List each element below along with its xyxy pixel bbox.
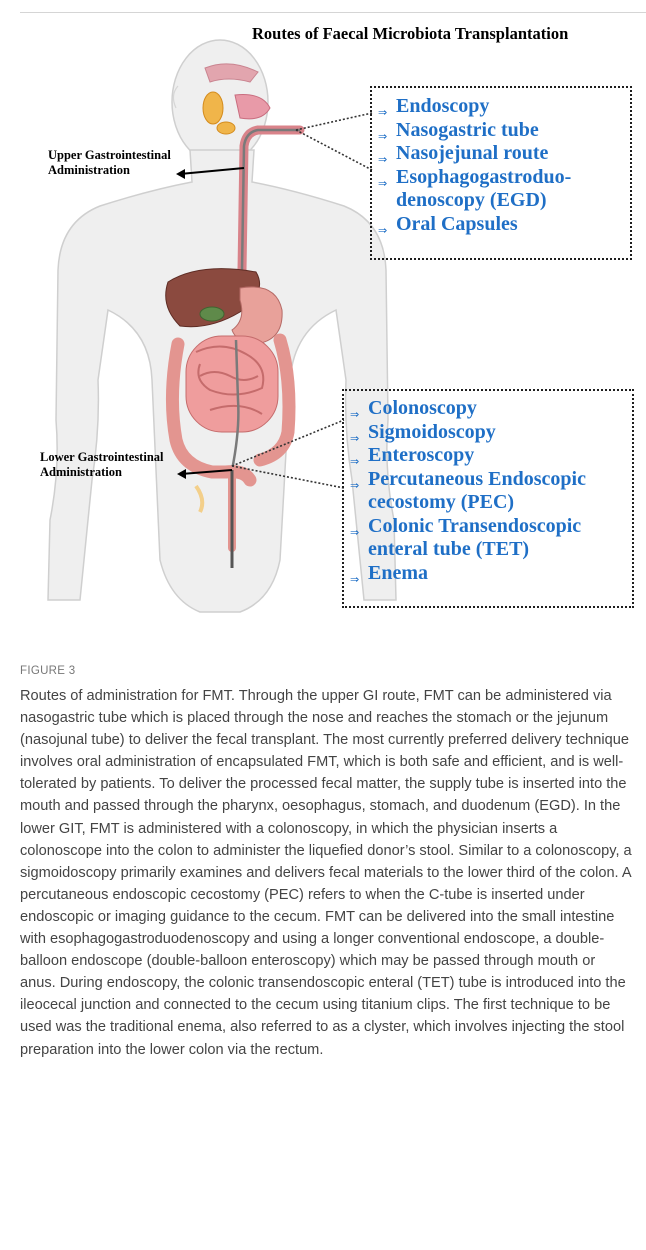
lower-gi-label-line1: Lower Gastrointestinal	[40, 450, 164, 465]
arrow-icon: ⇒	[350, 474, 359, 498]
figure-title: Routes of Faecal Microbiota Transplantat…	[252, 24, 642, 44]
lower-gi-label: Lower Gastrointestinal Administration	[40, 450, 164, 480]
list-item: ⇒Oral Capsules	[376, 213, 626, 237]
arrow-icon: ⇒	[378, 172, 387, 196]
small-intestine	[186, 336, 278, 432]
upper-routes-list: ⇒Endoscopy ⇒Nasogastric tube ⇒Nasojejuna…	[376, 95, 626, 236]
lower-routes-list: ⇒Colonoscopy ⇒Sigmoidoscopy ⇒Enteroscopy…	[348, 397, 628, 585]
upper-gi-label: Upper Gastrointestinal Administration	[48, 148, 171, 178]
arrow-icon: ⇒	[350, 521, 359, 545]
upper-routes-box: ⇒Endoscopy ⇒Nasogastric tube ⇒Nasojejuna…	[370, 86, 632, 260]
list-item: ⇒Enema	[348, 562, 628, 586]
route-continuation: denoscopy (EGD)	[396, 189, 547, 211]
arrow-icon: ⇒	[350, 568, 359, 592]
list-item: ⇒Endoscopy	[376, 95, 626, 119]
arrow-icon: ⇒	[378, 219, 387, 243]
list-item: ⇒Colonoscopy	[348, 397, 628, 421]
upper-gi-label-line1: Upper Gastrointestinal	[48, 148, 171, 163]
lower-routes-box: ⇒Colonoscopy ⇒Sigmoidoscopy ⇒Enteroscopy…	[342, 389, 634, 608]
lower-gi-label-line2: Administration	[40, 465, 164, 480]
upper-gi-label-line2: Administration	[48, 163, 171, 178]
caption-text: Routes of administration for FMT. Throug…	[20, 685, 634, 1061]
list-item: ⇒Esophagogastroduo-denoscopy (EGD)	[376, 166, 626, 213]
figure-caption: FIGURE 3 Routes of administration for FM…	[20, 665, 634, 1061]
route-continuation: enteral tube (TET)	[368, 538, 529, 560]
gallbladder	[200, 307, 224, 321]
route-continuation: cecostomy (PEC)	[368, 491, 514, 513]
list-item: ⇒Sigmoidoscopy	[348, 421, 628, 445]
figure-number: FIGURE 3	[20, 665, 634, 677]
list-item: ⇒Enteroscopy	[348, 444, 628, 468]
list-item: ⇒Nasojejunal route	[376, 142, 626, 166]
list-item: ⇒Nasogastric tube	[376, 119, 626, 143]
